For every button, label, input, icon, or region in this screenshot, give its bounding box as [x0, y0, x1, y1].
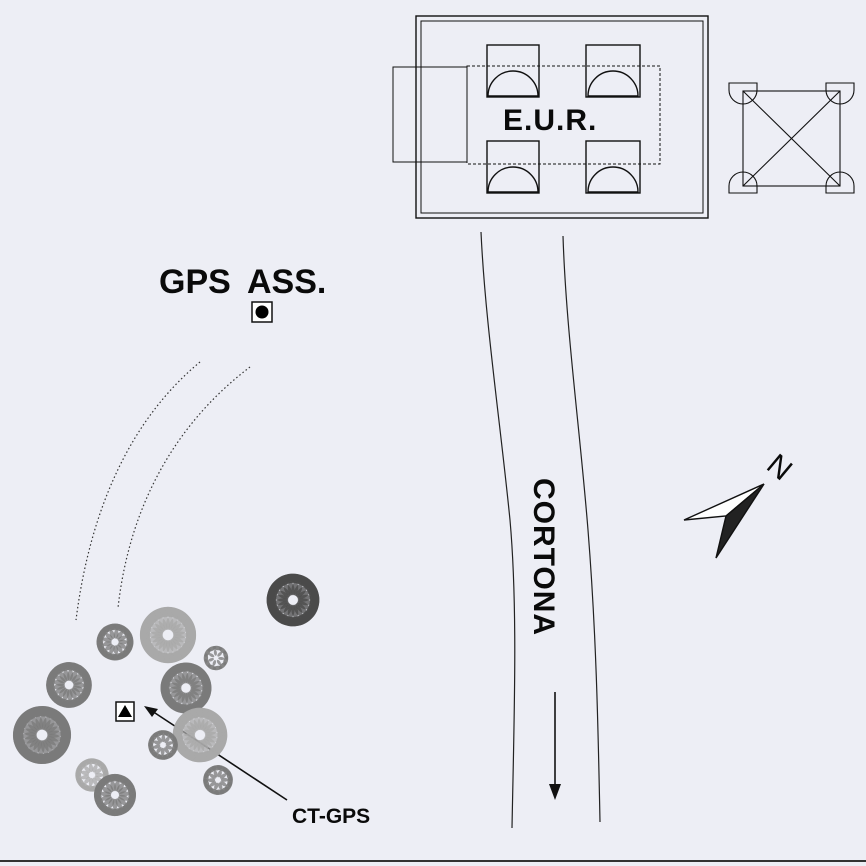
tree-icon	[139, 606, 197, 664]
dotted-path-arcs	[75, 361, 251, 621]
building-label-eur: E.U.R.	[503, 104, 598, 137]
tree-icon	[96, 623, 134, 661]
tree-icon	[12, 705, 72, 765]
tree-cluster	[12, 573, 320, 817]
door-tr	[585, 44, 641, 98]
door-bl	[486, 140, 540, 194]
gps-station-label: GPS ASS.	[159, 263, 327, 301]
road-label-cortona: CORTONA	[527, 477, 560, 637]
eur-building	[392, 15, 709, 219]
tree-icon	[46, 662, 92, 708]
tree-icon	[266, 573, 320, 627]
tree-icon	[203, 645, 229, 671]
north-arrow-icon	[683, 483, 765, 559]
tree-icon	[160, 662, 212, 714]
gps-station-marker	[251, 301, 273, 323]
annex-rect	[392, 66, 468, 163]
tree-icon	[148, 730, 178, 760]
tree-icon	[93, 773, 137, 817]
cortona-road	[480, 231, 601, 829]
pylon-symbol	[728, 82, 855, 194]
tree-icon	[172, 707, 228, 763]
door-tl	[486, 44, 540, 98]
tree-icon	[203, 765, 233, 795]
inner-dashed-rect	[466, 65, 661, 165]
ct-gps-marker	[115, 701, 135, 722]
door-br	[585, 140, 641, 194]
road-direction-arrow	[549, 692, 561, 800]
ct-gps-label: CT-GPS	[292, 805, 371, 828]
